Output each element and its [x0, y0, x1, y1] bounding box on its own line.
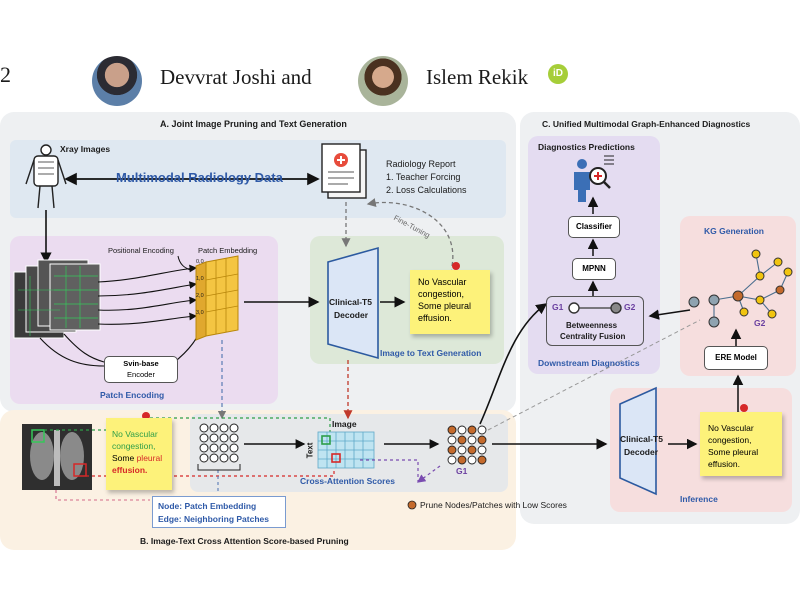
report-item-2: 2. Loss Calculations: [386, 185, 467, 195]
cross-attention-matrix: [317, 431, 375, 469]
note-b-line2: congestion,: [112, 441, 156, 451]
g1-label-b: G1: [456, 466, 468, 476]
panel-a-title: A. Joint Image Pruning and Text Generati…: [160, 119, 347, 129]
xray-person-icon: [25, 144, 67, 209]
note-c-line1: No Vascular: [708, 423, 754, 433]
ere-model-label: ERE Model: [715, 353, 757, 362]
cross-attention-label: Cross-Attention Scores: [300, 476, 395, 486]
kg-g2-label: G2: [754, 318, 766, 328]
fusion-g1-label: G1: [552, 302, 564, 312]
page-number: 2: [0, 62, 11, 87]
note-a-line3: Some pleural: [418, 301, 472, 311]
fusion-g2-label: G2: [624, 302, 636, 312]
decoder-a-line2: Decoder: [334, 310, 369, 320]
decoder-shape-c: [619, 386, 657, 496]
pos-code-3: 3,0: [196, 310, 204, 316]
decoder-shape-a: [327, 246, 379, 360]
note-a-line4: effusion.: [418, 313, 452, 323]
generated-report-note-a: No Vascular congestion, Some pleural eff…: [410, 270, 490, 334]
xray-stack: [13, 259, 101, 339]
swin-encoder-box: Svin-base Encoder: [104, 356, 178, 383]
multimodal-data-title: Multimodal Radiology Data: [116, 170, 283, 185]
downstream-label: Downstream Diagnostics: [538, 358, 640, 368]
ere-model-box: ERE Model: [704, 346, 768, 370]
xray-images-label: Xray Images: [60, 144, 111, 154]
patch-embedding-label: Patch Embedding: [198, 246, 258, 255]
betweenness-line1: Betweenness: [566, 321, 618, 330]
mpnn-box: MPNN: [572, 258, 616, 280]
generated-report-note-c: No Vascular congestion, Some pleural eff…: [700, 412, 782, 476]
text-axis-label: Text: [305, 442, 315, 459]
note-b-some: Some: [112, 453, 137, 463]
pos-code-2: 2,0: [196, 293, 204, 299]
swin-line1: Svin-base: [123, 359, 159, 368]
report-title: Radiology Report: [386, 159, 456, 169]
report-document-icon: [321, 143, 367, 199]
decoder-a-line1: Clinical-T5: [329, 297, 372, 307]
panel-c-title: C. Unified Multimodal Graph-Enhanced Dia…: [542, 119, 751, 129]
note-b-line1: No Vascular: [112, 429, 158, 439]
g1-graph: [447, 425, 487, 465]
bottom-xray: [22, 424, 92, 490]
orcid-icon[interactable]: iD: [548, 64, 568, 84]
panel-b-title: B. Image-Text Cross Attention Score-base…: [140, 536, 349, 546]
patch-node-grid: [199, 423, 239, 463]
note-a-line2: congestion,: [418, 289, 465, 299]
mpnn-label: MPNN: [582, 264, 606, 273]
image-to-text-label: Image to Text Generation: [380, 348, 482, 358]
inference-label: Inference: [680, 494, 718, 504]
decoder-c-line2: Decoder: [624, 447, 659, 457]
note-c-line4: effusion.: [708, 459, 740, 469]
image-axis-label: Image: [332, 419, 357, 429]
node-edge-box: Node: Patch Embedding Edge: Neighboring …: [152, 496, 286, 528]
patch-encoding-label: Patch Encoding: [100, 390, 165, 400]
note-c-line2: congestion,: [708, 435, 752, 445]
decoder-c-line1: Clinical-T5: [620, 434, 663, 444]
node-definition: Node: Patch Embedding: [158, 501, 257, 511]
author1-name: Devvrat Joshi and: [160, 65, 312, 89]
prune-legend-label: Prune Nodes/Patches with Low Scores: [420, 500, 567, 510]
generated-report-note-b: No Vascular congestion, Some pleural eff…: [106, 418, 172, 490]
note-b-pleural: pleural: [136, 453, 163, 463]
kg-generation-label: KG Generation: [704, 226, 764, 236]
diagnostics-person-icon: [574, 155, 614, 202]
pos-code-0: 0,0: [196, 259, 204, 265]
prune-legend-dot: [407, 500, 417, 510]
classifier-label: Classifier: [575, 222, 613, 231]
author1-avatar: [92, 56, 142, 106]
classifier-box: Classifier: [568, 216, 620, 238]
author2-name: Islem Rekik: [426, 65, 529, 89]
orcid-text: iD: [553, 68, 563, 79]
note-b-line3: Some pleural: [112, 452, 172, 464]
note-b-line4: effusion.: [112, 465, 148, 475]
pos-code-1: 1,0: [196, 276, 204, 282]
author2-avatar: [358, 56, 408, 106]
note-c-line3: Some pleural: [708, 447, 759, 457]
betweenness-fusion-box: [546, 296, 644, 346]
swin-line2: Encoder: [127, 370, 155, 379]
report-item-1: 1. Teacher Forcing: [386, 172, 461, 182]
positional-encoding-label: Positional Encoding: [108, 246, 174, 255]
patch-embedding-block: [195, 255, 239, 341]
betweenness-line2: Centrality Fusion: [560, 332, 626, 341]
edge-definition: Edge: Neighboring Patches: [158, 514, 269, 524]
note-a-line1: No Vascular: [418, 277, 467, 287]
diagnostics-predictions-label: Diagnostics Predictions: [538, 142, 635, 152]
